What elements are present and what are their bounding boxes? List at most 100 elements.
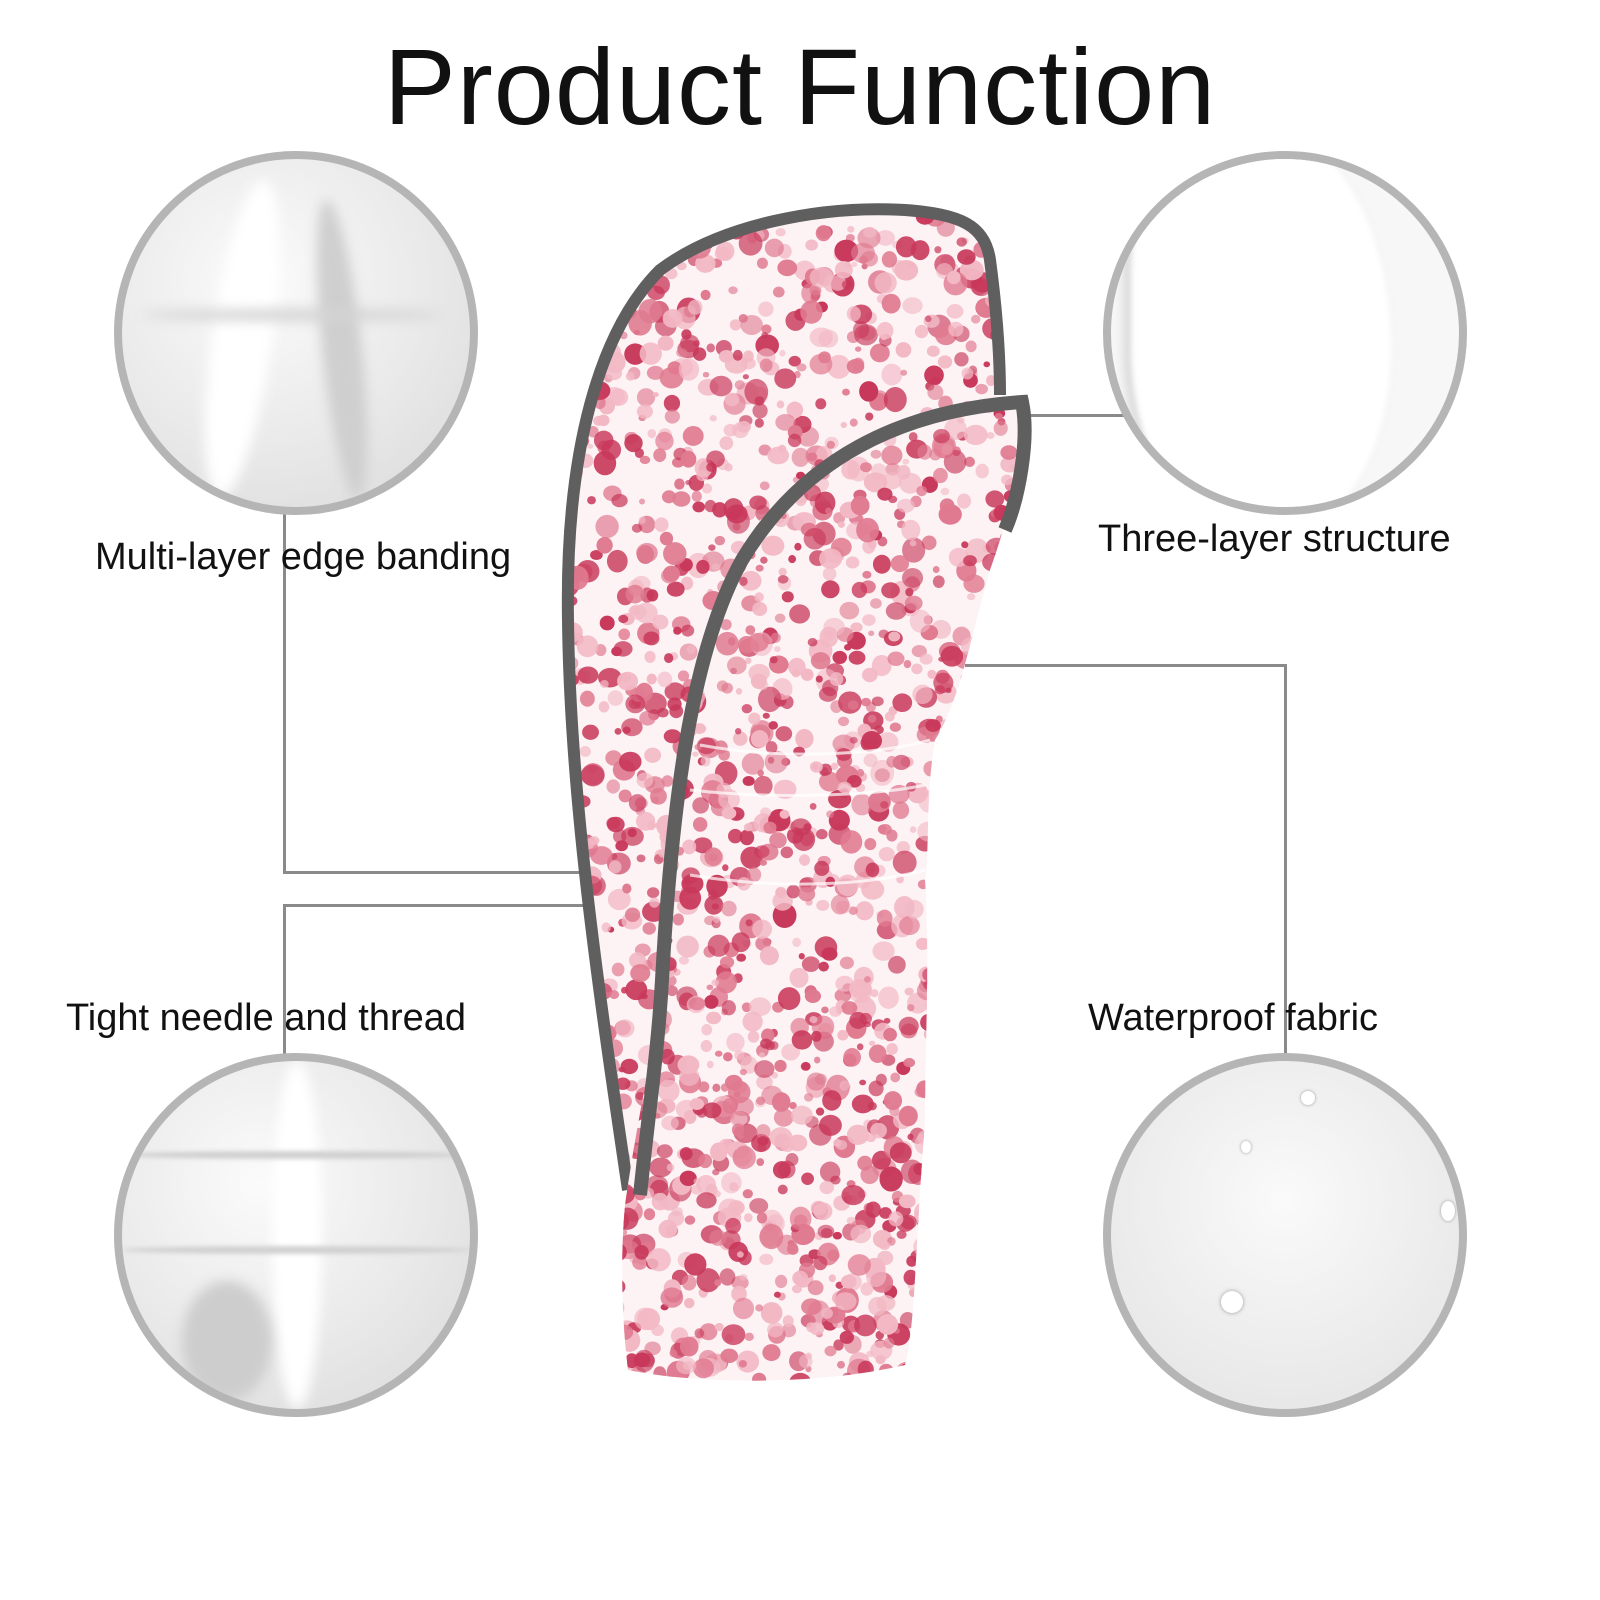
fabric-dot xyxy=(718,1138,734,1153)
fabric-dot xyxy=(973,1140,984,1151)
fabric-dot xyxy=(731,932,751,953)
fabric-dot xyxy=(963,555,977,567)
fabric-dot xyxy=(743,823,753,832)
fabric-dot xyxy=(790,1246,799,1255)
fabric-dot xyxy=(679,1336,699,1357)
fabric-dot xyxy=(752,403,768,419)
fabric-dot xyxy=(982,1113,990,1121)
fabric-dot xyxy=(967,925,984,940)
fabric-dot xyxy=(661,568,678,584)
fabric-dot xyxy=(958,681,971,693)
fabric-dot xyxy=(892,693,913,713)
fabric-dot xyxy=(702,1102,722,1119)
fabric-dot xyxy=(622,232,643,255)
fabric-dot xyxy=(982,900,1001,917)
fabric-dot xyxy=(781,591,794,603)
fabric-dot xyxy=(994,1054,1000,1076)
fabric-dot xyxy=(742,1189,753,1199)
fabric-dot xyxy=(719,1268,736,1286)
fabric-dot xyxy=(991,763,1000,775)
fabric-dot xyxy=(721,1324,746,1346)
fabric-dot xyxy=(756,257,768,269)
fabric-dot xyxy=(740,570,762,591)
fabric-dot xyxy=(936,768,949,781)
fabric-dot xyxy=(870,759,895,786)
fabric-dot xyxy=(804,989,822,1003)
connector-line xyxy=(283,512,286,874)
fabric-dot xyxy=(819,1180,835,1195)
fabric-dot xyxy=(687,299,703,315)
fabric-dot xyxy=(1026,726,1033,732)
fabric-dot xyxy=(976,1077,992,1092)
fabric-dot xyxy=(999,242,1000,264)
fabric-dot xyxy=(837,781,852,794)
fabric-dot xyxy=(1029,998,1042,1011)
fabric-dot xyxy=(821,1307,833,1319)
fabric-dot xyxy=(1000,1336,1020,1354)
fabric-dot xyxy=(830,894,850,915)
fabric-dot xyxy=(985,1050,992,1056)
fabric-dot xyxy=(601,209,626,230)
fabric-dot xyxy=(627,828,637,838)
fabric-dot xyxy=(662,309,683,328)
fabric-dot xyxy=(989,660,1013,685)
fabric-dot xyxy=(749,495,767,510)
fabric-dot xyxy=(618,789,632,803)
fabric-dot xyxy=(607,690,624,706)
fabric-dot xyxy=(1003,755,1009,761)
fabric-dot xyxy=(1013,1050,1022,1060)
fabric-dot xyxy=(963,1256,970,1263)
fabric-dot xyxy=(925,1355,940,1370)
fabric-dot xyxy=(814,491,836,515)
fabric-dot xyxy=(728,1241,749,1262)
fabric-dot xyxy=(809,1322,825,1336)
fabric-dot xyxy=(659,209,673,215)
fabric-dot xyxy=(988,1080,996,1088)
fabric-dot xyxy=(721,1000,736,1016)
fabric-dot xyxy=(737,209,755,220)
fabric-dot xyxy=(1004,559,1021,573)
fabric-dot xyxy=(955,1017,971,1033)
fabric-dot xyxy=(660,1048,675,1065)
fabric-dot xyxy=(650,796,660,804)
fabric-dot xyxy=(863,226,877,238)
fabric-dot xyxy=(853,966,874,988)
fabric-dot xyxy=(704,995,719,1009)
fabric-dot xyxy=(1015,586,1022,606)
fabric-dot xyxy=(937,786,952,800)
fabric-dot xyxy=(721,682,733,694)
fabric-dot xyxy=(1016,1036,1022,1055)
fabric-dot xyxy=(760,1038,772,1049)
fabric-dot xyxy=(790,818,812,836)
fabric-dot xyxy=(732,1297,755,1320)
fabric-dot xyxy=(848,906,858,916)
fabric-dot xyxy=(871,696,884,707)
fabric-dot xyxy=(678,358,700,381)
fabric-dot xyxy=(711,903,719,910)
fabric-dot xyxy=(902,297,923,314)
fabric-dot xyxy=(945,687,952,694)
fabric-dot xyxy=(957,702,973,719)
fabric-dot xyxy=(854,1314,877,1337)
fabric-dot xyxy=(669,209,692,216)
fabric-dot xyxy=(761,1085,783,1106)
fabric-dot xyxy=(777,575,789,584)
fabric-dot xyxy=(903,659,912,669)
fabric-dot xyxy=(919,1310,930,1319)
fabric-dot xyxy=(655,229,680,250)
fabric-dot xyxy=(823,617,845,637)
fabric-dot xyxy=(575,960,593,976)
fabric-dot xyxy=(725,504,748,524)
fabric-dot xyxy=(734,728,742,735)
fabric-dot xyxy=(617,194,632,209)
fabric-dot xyxy=(1006,554,1020,567)
fabric-dot xyxy=(819,548,843,569)
fabric-dot xyxy=(919,1250,929,1259)
fabric-dot xyxy=(742,1011,763,1032)
fabric-dot xyxy=(643,1208,656,1221)
fabric-dot xyxy=(1008,1055,1023,1067)
fabric-dot xyxy=(994,641,1005,653)
fabric-dot xyxy=(992,997,1000,1015)
fabric-dot xyxy=(1000,1357,1010,1366)
fabric-dot xyxy=(762,1344,781,1362)
